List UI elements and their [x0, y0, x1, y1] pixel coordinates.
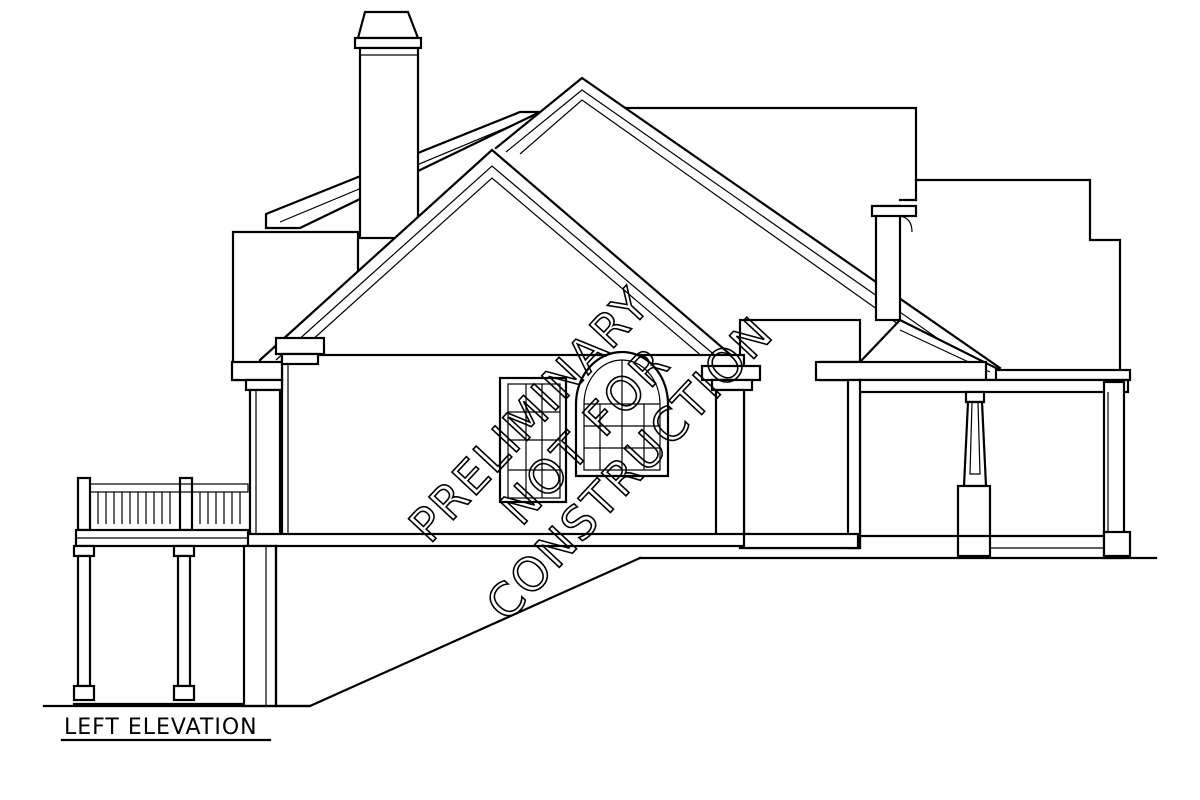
sill-band	[244, 532, 1158, 560]
left-corner-column	[230, 360, 284, 538]
drawing-title: LEFT ELEVATION	[64, 715, 258, 740]
deck-balusters	[97, 492, 241, 524]
chimney	[353, 10, 423, 240]
rear-pillar	[870, 204, 918, 322]
right-wall	[738, 318, 862, 550]
rear-roof-mass	[624, 106, 1122, 372]
front-gable	[258, 148, 763, 382]
arched-window	[574, 350, 670, 478]
rear-gable	[494, 76, 1002, 370]
foundation	[42, 544, 642, 708]
drawing-title-block: LEFT ELEVATION	[60, 715, 272, 742]
eave-returns	[274, 336, 762, 538]
left-deck	[72, 476, 250, 706]
right-porch	[814, 360, 1132, 560]
double-hung-window	[498, 376, 568, 504]
